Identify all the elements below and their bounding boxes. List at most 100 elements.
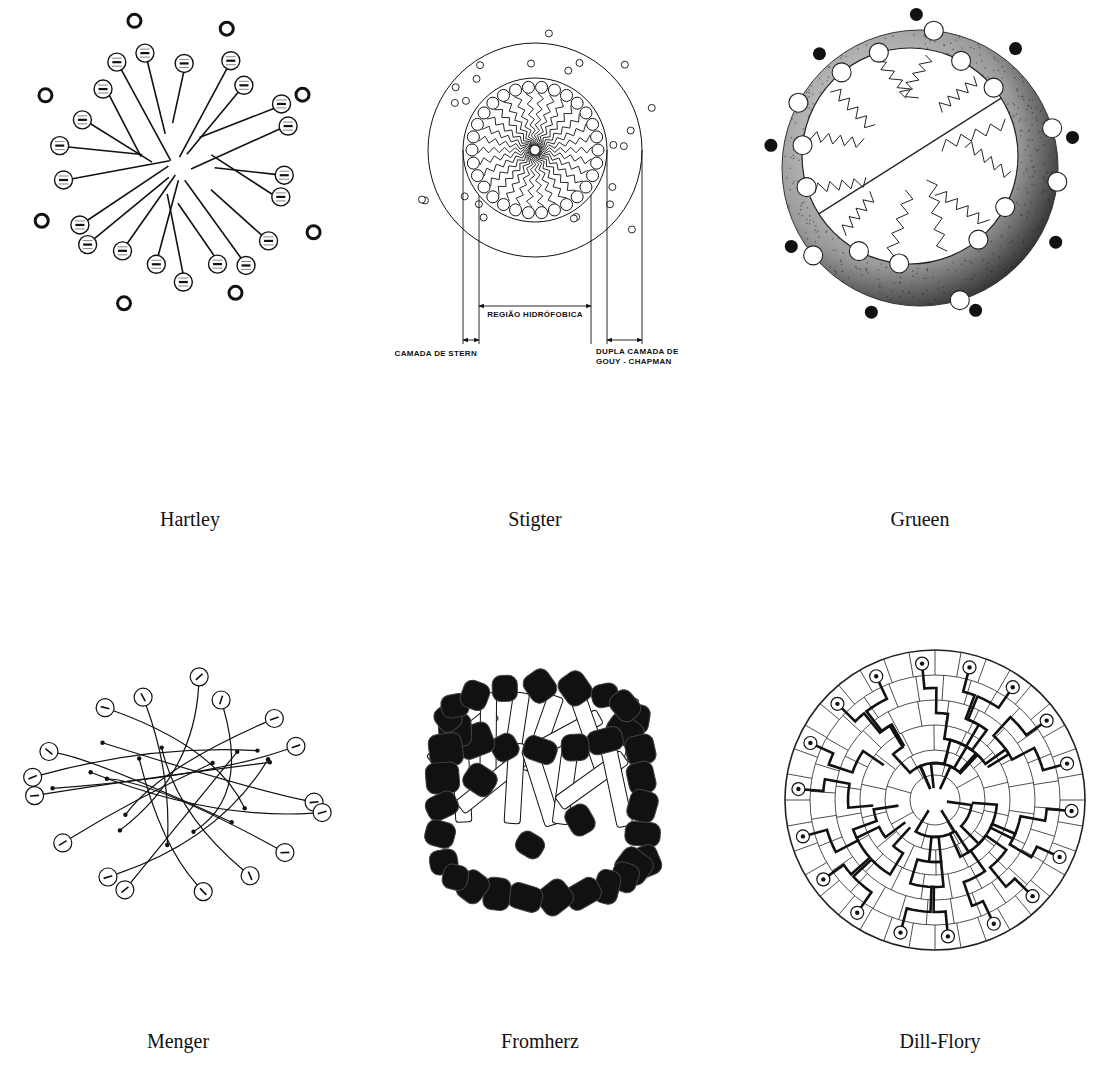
stipple-dot xyxy=(822,83,824,85)
stipple-dot xyxy=(965,279,967,281)
charge-minus xyxy=(284,125,293,127)
stipple-dot xyxy=(932,277,934,279)
stipple-dot xyxy=(808,92,810,94)
stipple-dot xyxy=(846,56,848,58)
surfactant-tail xyxy=(927,180,948,251)
lattice-ring xyxy=(785,650,1085,950)
head-group xyxy=(536,81,548,93)
head-group xyxy=(1043,119,1062,138)
stipple-dot xyxy=(841,55,843,57)
stipple-dot xyxy=(1019,120,1021,122)
charge-minus xyxy=(318,811,327,813)
stipple-dot xyxy=(801,215,803,217)
stipple-dot xyxy=(856,268,858,270)
stipple-dot xyxy=(836,273,838,275)
stipple-dot xyxy=(1016,88,1018,90)
stipple-dot xyxy=(991,271,993,273)
head-dot xyxy=(1044,718,1048,722)
head-group xyxy=(108,53,126,71)
stipple-dot xyxy=(819,78,821,80)
head-dot xyxy=(821,877,825,881)
lattice-spoke xyxy=(832,857,853,871)
surfactant-tail xyxy=(539,149,591,164)
stipple-dot xyxy=(1049,154,1051,156)
stipple-dot xyxy=(1036,211,1038,213)
head-hatch xyxy=(277,99,287,100)
head-group xyxy=(96,699,114,717)
surfactant-chain xyxy=(988,717,1047,767)
stipple-dot xyxy=(811,85,813,87)
head-group xyxy=(471,170,483,182)
stipple-dot xyxy=(970,47,972,49)
stipple-dot xyxy=(979,54,981,56)
charge-minus xyxy=(292,745,301,748)
stipple-dot xyxy=(834,270,836,272)
counterion xyxy=(565,67,572,74)
model-name: Menger xyxy=(145,1030,211,1053)
head-group-blob xyxy=(561,801,598,840)
counterion xyxy=(229,286,242,299)
surfactant-tail xyxy=(193,709,231,832)
stipple-dot xyxy=(842,252,844,254)
stipple-dot xyxy=(1036,107,1038,109)
lattice-spoke xyxy=(1058,774,1083,778)
stipple-dot xyxy=(791,118,793,120)
stipple-dot xyxy=(1014,77,1016,79)
stipple-dot xyxy=(800,209,802,211)
head-group xyxy=(1006,681,1019,694)
surfactant-chain xyxy=(955,831,1032,896)
head-dot xyxy=(1057,855,1061,859)
head-dot xyxy=(874,674,878,678)
stipple-dot xyxy=(809,107,811,109)
stipple-dot xyxy=(793,158,795,160)
region-label: REGIÃO HIDRÓFOBICA xyxy=(485,310,585,319)
model-name: Grueen xyxy=(889,508,952,531)
stipple-dot xyxy=(1009,227,1011,229)
stipple-dot xyxy=(1041,192,1043,194)
stipple-dot xyxy=(924,37,926,39)
charge-minus xyxy=(29,775,37,779)
head-group xyxy=(478,107,490,119)
fromherz-micelle xyxy=(422,665,664,919)
surfactant-tail xyxy=(942,119,1005,152)
dimension-line xyxy=(607,150,608,344)
chain-end xyxy=(88,770,92,774)
surfactant-tail xyxy=(534,154,544,207)
stipple-dot xyxy=(809,220,811,222)
lattice-spoke xyxy=(935,650,936,675)
chain-end xyxy=(123,813,127,817)
head-group xyxy=(466,144,478,156)
head-group xyxy=(984,78,1003,97)
surfactant-tail xyxy=(539,152,575,191)
head-group xyxy=(571,97,583,109)
stipple-dot xyxy=(961,264,963,266)
charge-minus xyxy=(45,749,52,755)
region-label: CAMADA DE STERN xyxy=(393,349,479,358)
stipple-dot xyxy=(789,189,791,191)
surfactant-chain xyxy=(959,687,1012,772)
head-group xyxy=(260,232,278,250)
stipple-dot xyxy=(902,291,904,293)
lattice-spoke xyxy=(916,676,920,701)
stipple-dot xyxy=(993,253,995,255)
head-hatch xyxy=(55,141,65,142)
head-group xyxy=(222,52,240,70)
head-group xyxy=(804,246,823,265)
head-group-blob xyxy=(457,678,492,713)
counterion xyxy=(610,141,617,148)
charge-minus xyxy=(179,281,188,283)
head-hatch xyxy=(83,248,93,249)
dimension-arrow xyxy=(463,340,479,341)
head-group xyxy=(71,216,89,234)
head-group xyxy=(941,930,954,943)
surfactant-chain xyxy=(867,676,905,746)
stipple-dot xyxy=(949,291,951,293)
stipple-dot xyxy=(997,60,999,62)
chain-end xyxy=(105,777,109,781)
stipple-dot xyxy=(1017,107,1019,109)
head-dot xyxy=(796,787,800,791)
head-group xyxy=(832,63,851,82)
lattice-ring xyxy=(910,775,960,825)
head-hatch xyxy=(213,260,223,261)
head-group xyxy=(487,97,499,109)
